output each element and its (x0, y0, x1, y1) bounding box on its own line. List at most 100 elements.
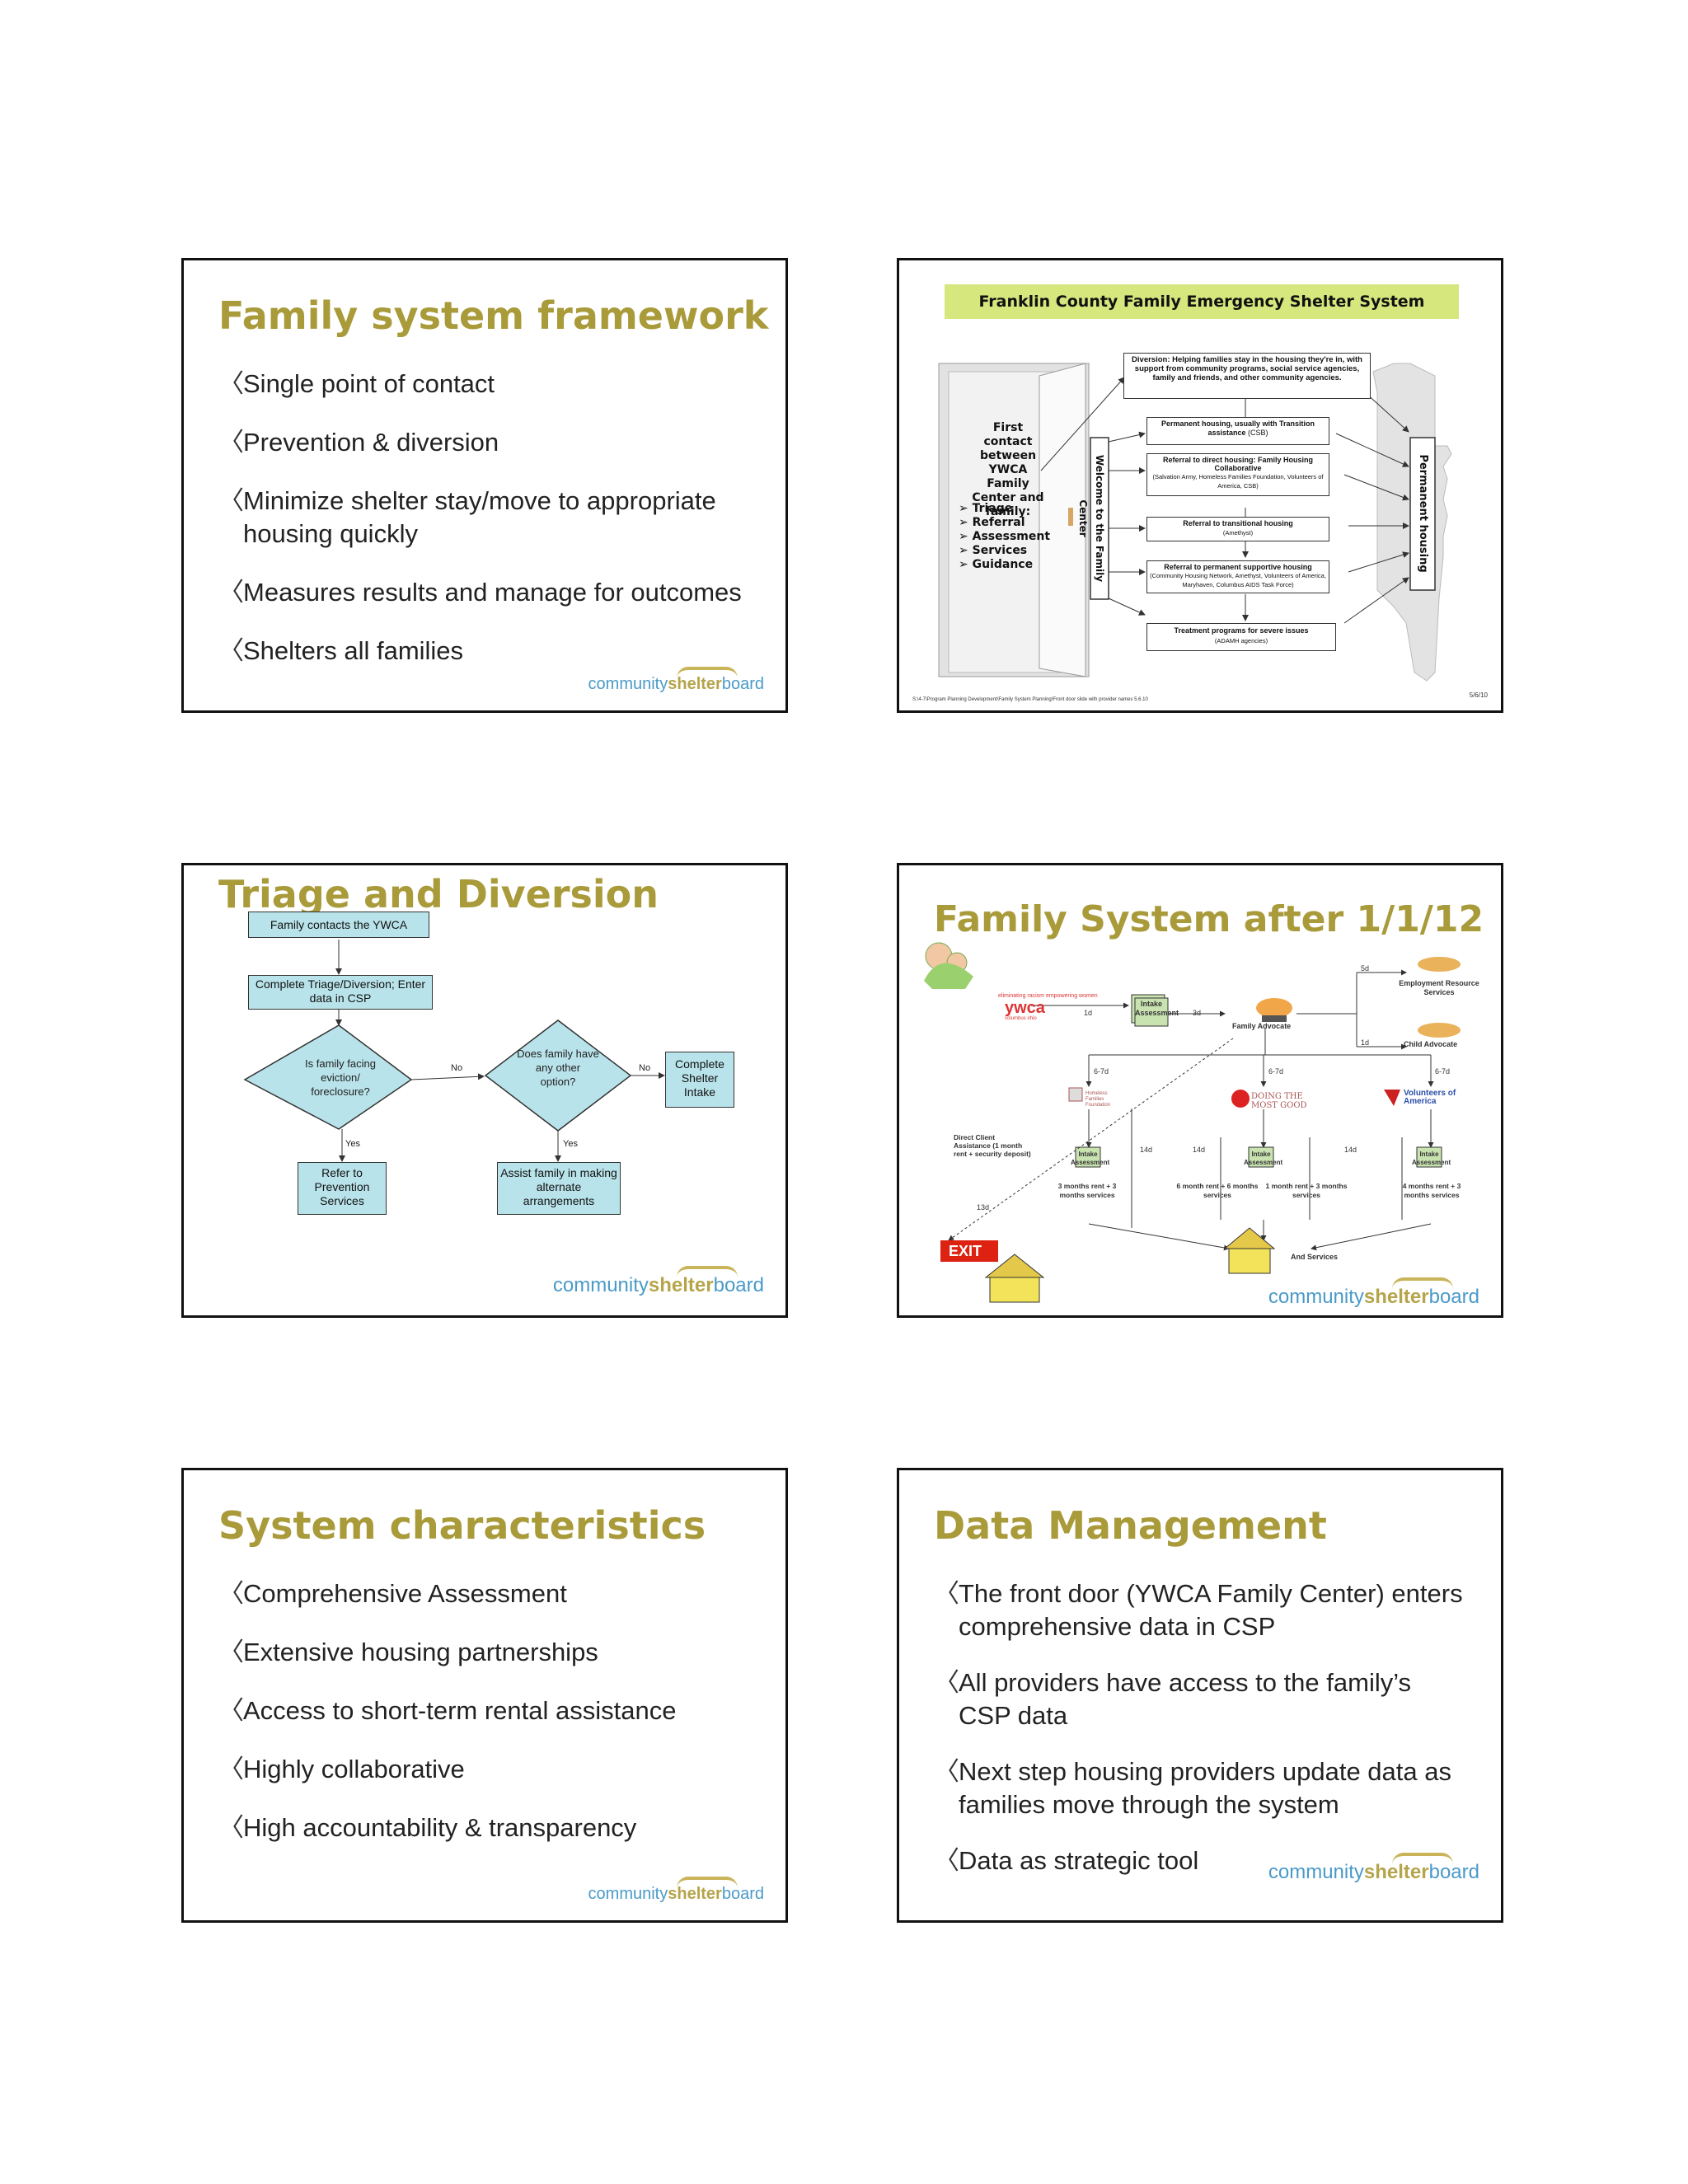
salvation-army-logo: DOING THE MOST GOOD (1251, 1092, 1307, 1110)
delay-1d: 1d (1361, 1038, 1370, 1047)
rent-services-label: 1 month rent + 3 months services (1265, 1182, 1348, 1199)
bullet-item: 〈The front door (YWCA Family Center) ent… (934, 1579, 1463, 1641)
rent-services-label: 4 months rent + 3 months services (1402, 1182, 1461, 1199)
bullet-list: 〈The front door (YWCA Family Center) ent… (934, 1577, 1470, 1900)
door-label: Welcome to the Family Center (1077, 454, 1105, 583)
bullet-marker-icon: 〈 (934, 1579, 959, 1608)
bullet-item: 〈Extensive housing partnerships (218, 1636, 762, 1669)
community-shelter-board-logo: communityshelterboard (553, 1266, 764, 1297)
decision-eviction: Is family facing eviction/ foreclosure? (305, 1057, 376, 1098)
child-advocate-icon (1418, 1023, 1461, 1038)
node-assist-family: Assist family in making alternate arrang… (497, 1162, 621, 1215)
decision-other-option: Does family have any other option? (517, 1047, 599, 1088)
delay-1d: 1d (1084, 1009, 1093, 1017)
node-complete-triage: Complete Triage/Diversion; Enter data in… (248, 975, 433, 1010)
house-icon (1223, 1227, 1276, 1249)
slide-system-characteristics: System characteristics 〈Comprehensive As… (181, 1468, 788, 1923)
community-shelter-board-logo: communityshelterboard (588, 1877, 764, 1904)
rent-services-label: 6 month rent + 6 months services (1176, 1182, 1259, 1199)
edge-label-no: No (451, 1063, 463, 1073)
slide-title: Triage and Diversion (218, 872, 659, 916)
bullet-list: 〈Comprehensive Assessment 〈Extensive hou… (218, 1577, 762, 1870)
slide-data-management: Data Management 〈The front door (YWCA Fa… (897, 1468, 1503, 1923)
node-shelter-intake: Complete Shelter Intake (665, 1052, 734, 1108)
voa-logo: Volunteers of America (1404, 1089, 1456, 1106)
advocate-icon (1256, 998, 1292, 1018)
slide-title: Family system framework (218, 293, 769, 338)
slide-title: System characteristics (218, 1503, 706, 1548)
bullet-marker-icon: 〈 (218, 486, 244, 515)
edge-label-yes: Yes (563, 1139, 578, 1149)
diagram-header: Franklin County Family Emergency Shelter… (945, 284, 1459, 319)
exit-sign-icon (940, 1240, 998, 1262)
intake-assessment-label: Intake Assessment (1071, 1151, 1110, 1166)
bullet-item: 〈Measures results and manage for outcome… (218, 576, 762, 609)
bullet-marker-icon: 〈 (218, 578, 244, 607)
community-shelter-board-logo: communityshelterboard (588, 667, 764, 694)
bullet-list: 〈Single point of contact 〈Prevention & d… (218, 368, 762, 693)
bullet-item: 〈Minimize shelter stay/move to appropria… (218, 486, 716, 548)
edge-label-no: No (639, 1063, 651, 1073)
slide-title: Family System after 1/1/12 (934, 898, 1484, 940)
bullet-marker-icon: 〈 (218, 636, 244, 665)
employment-icon (1418, 957, 1461, 972)
bullet-item: 〈Shelters all families (218, 635, 762, 668)
box-permanent-housing: Permanent housing, usually with Transiti… (1146, 417, 1329, 445)
delay-5d: 5d (1361, 964, 1370, 972)
hff-house-icon (1068, 1087, 1083, 1102)
triage-flowchart (243, 940, 665, 1162)
direct-client-assistance-label: Direct Client Assistance (1 month rent +… (954, 1133, 1031, 1158)
family-system-flow-diagram (924, 942, 1461, 1303)
child-advocate-label: Child Advocate (1404, 1040, 1458, 1048)
bullet-item: 〈Single point of contact (218, 368, 762, 401)
intake-stack-icon (1134, 997, 1169, 1027)
slide-emergency-shelter-system: Franklin County Family Emergency Shelter… (897, 258, 1503, 713)
node-refer-prevention: Refer to Prevention Services (298, 1162, 387, 1215)
bullet-item: 〈Next step housing providers update data… (934, 1757, 1451, 1819)
bullet-marker-icon: 〈 (218, 1696, 244, 1725)
ywca-logo: ywca (1005, 999, 1045, 1017)
bullet-marker-icon: 〈 (218, 1579, 244, 1608)
delay-3d: 3d (1193, 1009, 1202, 1017)
first-contact-label: First contact between YWCA Family Center… (972, 421, 1044, 518)
salvation-army-shield-icon (1231, 1090, 1250, 1108)
box-direct-housing: Referral to direct housing: Family Housi… (1146, 453, 1329, 496)
door-handle-icon (1068, 508, 1073, 526)
key-label: Permanent housing (1417, 454, 1429, 573)
intake-assessment-label: Intake Assessment (1244, 1151, 1283, 1166)
edge-label-yes: Yes (345, 1139, 360, 1149)
shelter-system-diagram (938, 363, 1452, 682)
bullet-marker-icon: 〈 (218, 428, 244, 457)
footer-path: S:\4-7\Program Planning Development\Fami… (912, 697, 1148, 702)
slide-family-system-2012: Family System after 1/1/12 (897, 863, 1503, 1318)
delay-14d: 14d (1344, 1146, 1357, 1154)
slide-triage-and-diversion: Triage and Diversion Family contacts the… (181, 863, 788, 1318)
bullet-marker-icon: 〈 (218, 1813, 244, 1842)
delay-14d: 14d (1193, 1146, 1206, 1154)
bullet-marker-icon: 〈 (934, 1757, 959, 1786)
box-supportive-housing: Referral to permanent supportive housing… (1146, 560, 1329, 593)
rent-services-label: 3 months rent + 3 months services (1057, 1182, 1117, 1199)
node-family-contacts: Family contacts the YWCA (248, 912, 429, 938)
bullet-marker-icon: 〈 (934, 1846, 959, 1875)
delay-6-7d: 6-7d (1435, 1067, 1451, 1076)
bullet-item: 〈Prevention & diversion (218, 426, 762, 459)
bullet-item: 〈Data as strategic tool (934, 1844, 1470, 1877)
bullet-marker-icon: 〈 (934, 1668, 959, 1697)
family-advocate-label: Family Advocate (1232, 1022, 1292, 1030)
exit-sign-label: EXIT (949, 1243, 982, 1259)
bullet-item: 〈Access to short-term rental assistance (218, 1694, 762, 1727)
bullet-marker-icon: 〈 (218, 1755, 244, 1783)
bullet-item: 〈Comprehensive Assessment (218, 1577, 762, 1610)
bullet-marker-icon: 〈 (218, 369, 244, 398)
bullet-item: 〈Highly collaborative (218, 1753, 762, 1786)
bullet-marker-icon: 〈 (218, 1638, 244, 1666)
community-shelter-board-logo: communityshelterboard (1268, 1853, 1479, 1884)
hff-logo: Homeless Families Foundation (1085, 1091, 1111, 1108)
delay-13d: 13d (977, 1203, 990, 1212)
voa-logo-icon (1384, 1090, 1400, 1106)
footer-date: 5/6/10 (1469, 691, 1488, 699)
and-services-label: And Services (1291, 1253, 1339, 1261)
diversion-box: Diversion: Helping families stay in the … (1123, 353, 1371, 399)
slide-title: Data Management (934, 1503, 1327, 1548)
